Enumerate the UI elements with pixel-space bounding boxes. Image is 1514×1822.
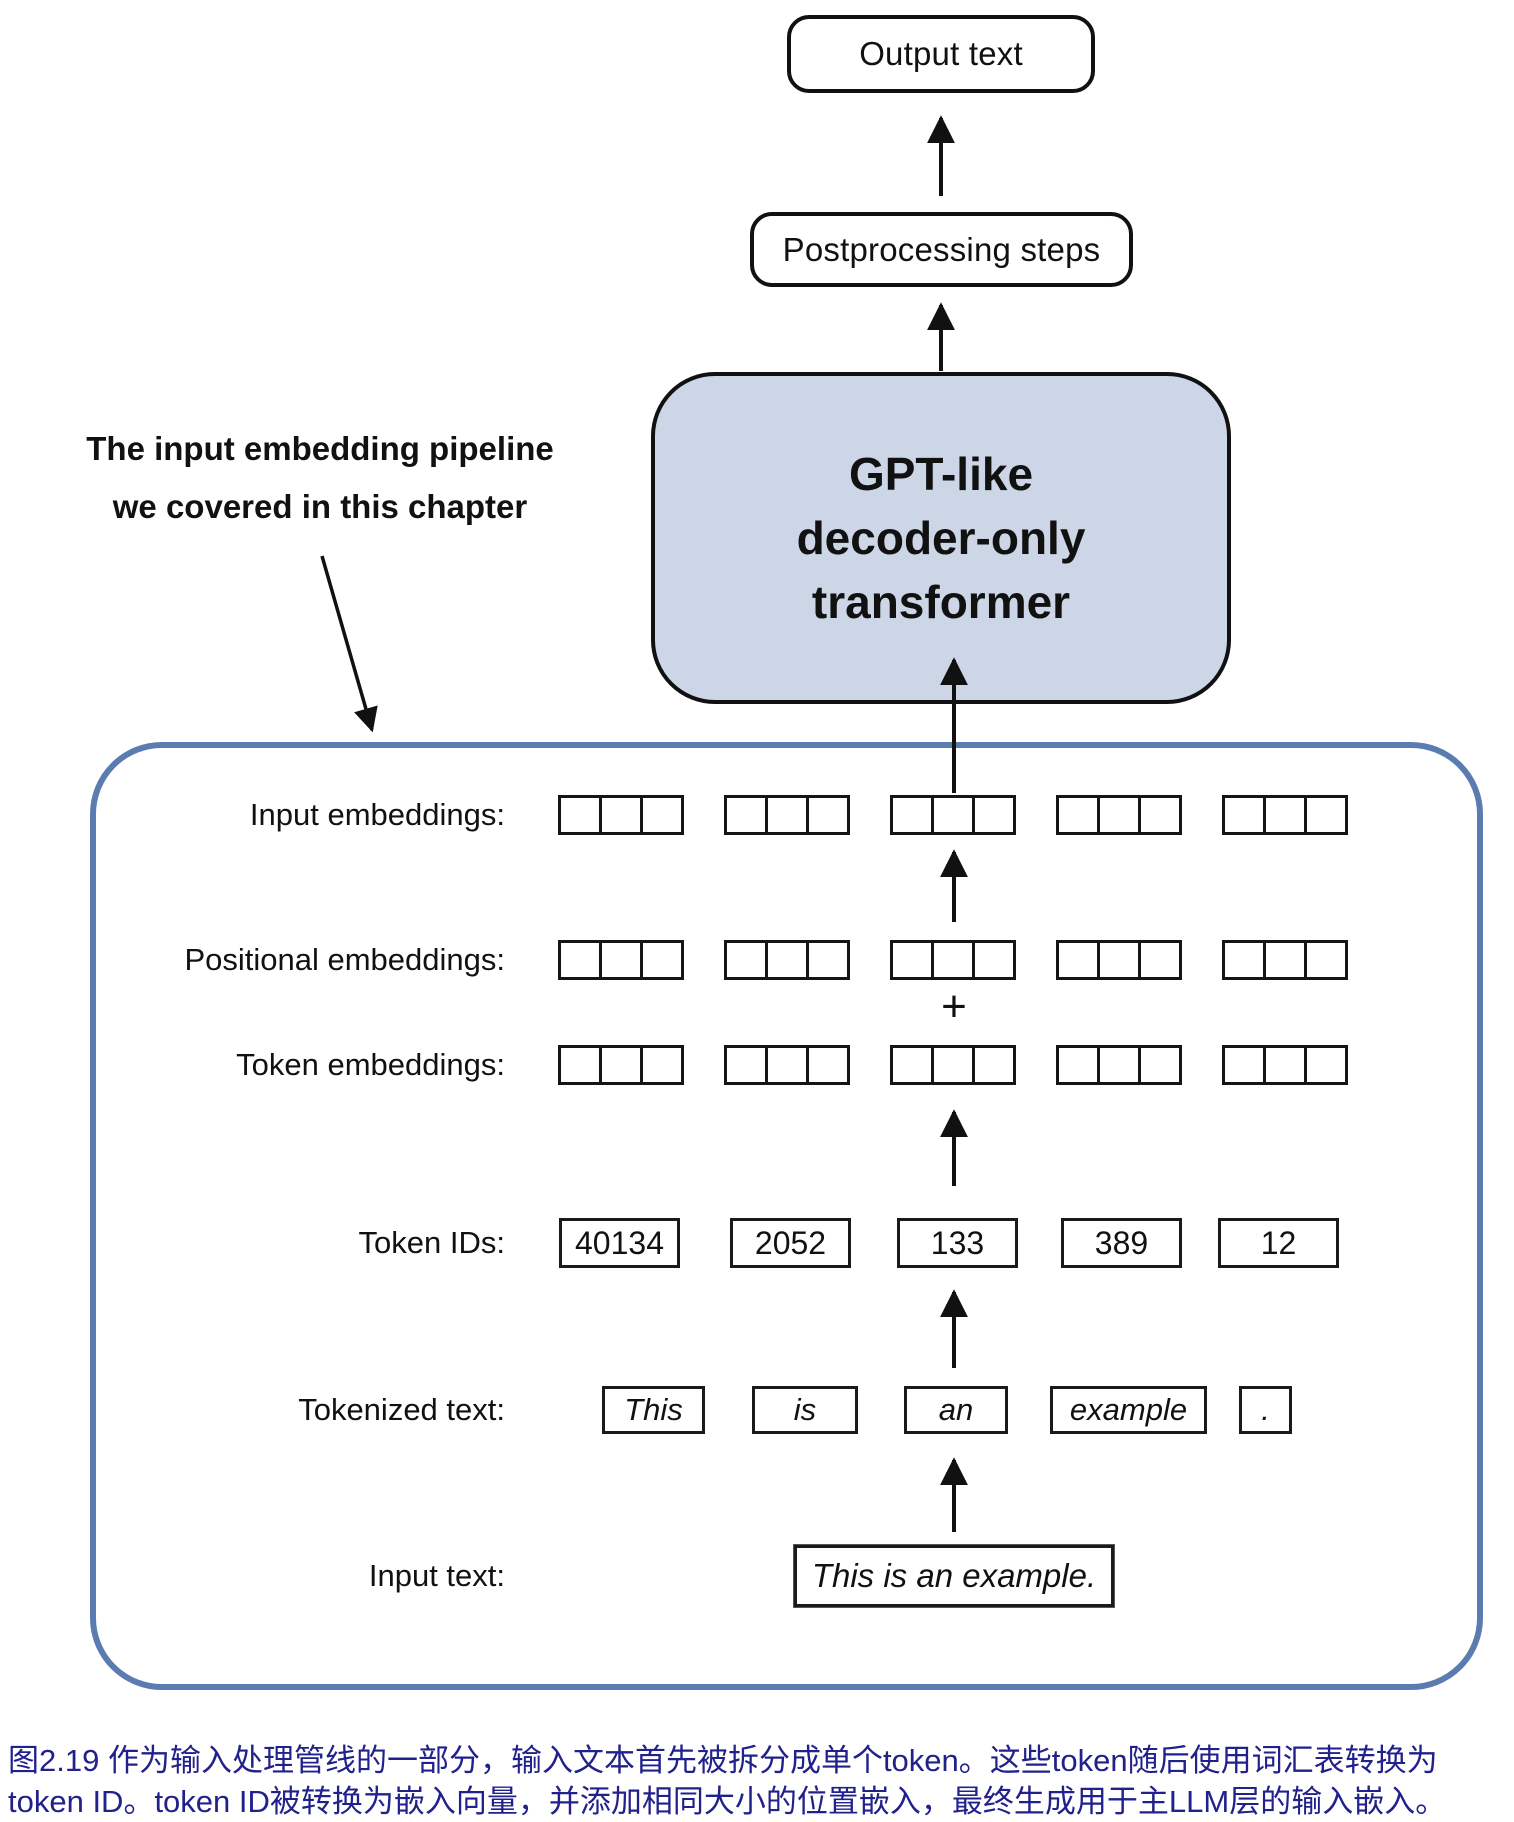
- embedding-cell: [599, 795, 643, 835]
- postprocessing-label: Postprocessing steps: [782, 230, 1101, 268]
- embedding-cell: [806, 940, 850, 980]
- embedding-cell: [558, 1045, 602, 1085]
- output-text-label: Output text: [859, 35, 1023, 72]
- embedding-cell: [1304, 1045, 1348, 1085]
- input-text-box: This is an example.: [794, 1545, 1114, 1607]
- embedding-vector: [724, 940, 850, 980]
- embedding-vector: [724, 795, 850, 835]
- embedding-cell: [1056, 1045, 1100, 1085]
- positional-embeddings-label: Positional embeddings:: [184, 942, 505, 977]
- embedding-vector: [558, 795, 684, 835]
- embedding-vector: [890, 795, 1016, 835]
- gpt-box-line1: GPT-like: [848, 448, 1034, 500]
- input-text-label: Input text:: [368, 1558, 505, 1593]
- embedding-cell: [640, 1045, 684, 1085]
- embedding-cell: [765, 1045, 809, 1085]
- embedding-cell: [890, 795, 934, 835]
- embedding-cell: [972, 940, 1016, 980]
- embedding-vector: [558, 940, 684, 980]
- embedding-cell: [1304, 940, 1348, 980]
- gpt-transformer-box: GPT-like decoder-only transformer: [651, 372, 1231, 704]
- embedding-cell: [640, 940, 684, 980]
- caption-line1: 图2.19 作为输入处理管线的一部分，输入文本首先被拆分成单个token。这些t…: [8, 1743, 1438, 1778]
- embedding-cell: [1138, 1045, 1182, 1085]
- embedding-cell: [1304, 795, 1348, 835]
- embedding-cell: [1056, 795, 1100, 835]
- embedding-vector: [1222, 940, 1348, 980]
- token-id-box: 133: [897, 1218, 1018, 1268]
- token-id-box: 2052: [730, 1218, 851, 1268]
- figure-caption: 图2.19 作为输入处理管线的一部分，输入文本首先被拆分成单个token。这些t…: [8, 1740, 1510, 1822]
- embedding-cell: [765, 940, 809, 980]
- embedding-cell: [931, 1045, 975, 1085]
- embedding-cell: [1097, 795, 1141, 835]
- embedding-cell: [724, 940, 768, 980]
- pipeline-container: [90, 742, 1483, 1690]
- embedding-cell: [558, 795, 602, 835]
- token-ids-label: Token IDs:: [358, 1225, 505, 1260]
- embedding-cell: [1263, 940, 1307, 980]
- embedding-vector: [890, 940, 1016, 980]
- embedding-cell: [1056, 940, 1100, 980]
- token-id-box: 389: [1061, 1218, 1182, 1268]
- embedding-cell: [972, 1045, 1016, 1085]
- embedding-cell: [890, 1045, 934, 1085]
- embedding-cell: [1222, 940, 1266, 980]
- embedding-cell: [931, 795, 975, 835]
- plus-sign: +: [941, 982, 967, 1031]
- gpt-box-line3: transformer: [811, 576, 1071, 628]
- embedding-cell: [599, 1045, 643, 1085]
- gpt-box-line2: decoder-only: [796, 512, 1086, 564]
- embedding-cell: [1097, 940, 1141, 980]
- embedding-cell: [640, 795, 684, 835]
- annotation-note: The input embedding pipeline we covered …: [60, 420, 580, 536]
- caption-line2: token ID。token ID被转换为嵌入向量，并添加相同大小的位置嵌入，最…: [8, 1784, 1447, 1819]
- embedding-cell: [972, 795, 1016, 835]
- arrow-annotation-pointer: [320, 555, 378, 733]
- token-box: is: [752, 1386, 858, 1434]
- input-embeddings-label: Input embeddings:: [249, 797, 505, 832]
- token-id-box: 40134: [559, 1218, 680, 1268]
- embedding-cell: [1263, 795, 1307, 835]
- token-embeddings-label: Token embeddings:: [236, 1047, 505, 1082]
- embedding-vector: [890, 1045, 1016, 1085]
- embedding-cell: [1138, 795, 1182, 835]
- embedding-cell: [1222, 1045, 1266, 1085]
- postprocessing-box: Postprocessing steps: [750, 212, 1133, 287]
- embedding-vector: [1222, 1045, 1348, 1085]
- token-embeddings-vectors: [558, 1045, 1348, 1085]
- positional-embeddings-vectors: [558, 940, 1348, 980]
- embedding-cell: [890, 940, 934, 980]
- embedding-cell: [558, 940, 602, 980]
- embedding-cell: [1138, 940, 1182, 980]
- embedding-vector: [724, 1045, 850, 1085]
- token-id-box: 12: [1218, 1218, 1339, 1268]
- embedding-cell: [806, 795, 850, 835]
- embedding-vector: [1056, 1045, 1182, 1085]
- embedding-cell: [1222, 795, 1266, 835]
- token-box: This: [602, 1386, 705, 1434]
- embedding-vector: [1222, 795, 1348, 835]
- embedding-vector: [1056, 795, 1182, 835]
- embedding-vector: [1056, 940, 1182, 980]
- embedding-vector: [558, 1045, 684, 1085]
- embedding-cell: [599, 940, 643, 980]
- token-box: example: [1050, 1386, 1207, 1434]
- token-box: an: [904, 1386, 1008, 1434]
- input-embeddings-vectors: [558, 795, 1348, 835]
- input-text-value: This is an example.: [811, 1557, 1097, 1594]
- embedding-cell: [724, 1045, 768, 1085]
- embedding-cell: [1097, 1045, 1141, 1085]
- annotation-line1: The input embedding pipeline: [86, 430, 554, 467]
- embedding-cell: [806, 1045, 850, 1085]
- output-text-box: Output text: [787, 15, 1095, 93]
- embedding-cell: [724, 795, 768, 835]
- embedding-cell: [1263, 1045, 1307, 1085]
- embedding-cell: [765, 795, 809, 835]
- embedding-cell: [931, 940, 975, 980]
- token-box: .: [1239, 1386, 1292, 1434]
- tokenized-text-label: Tokenized text:: [298, 1392, 505, 1427]
- annotation-line2: we covered in this chapter: [112, 488, 528, 525]
